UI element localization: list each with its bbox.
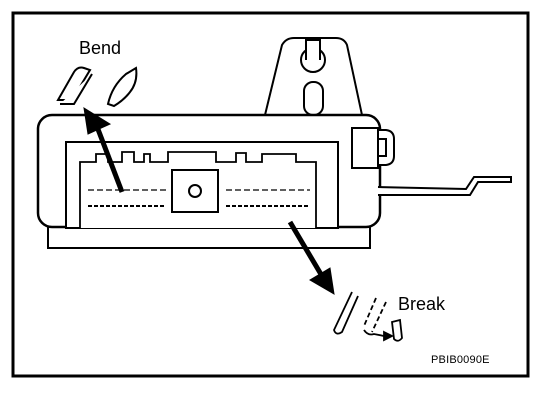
bend-tabs-icon [58,68,136,107]
figure-frame [13,13,528,376]
circuit-traces [88,190,310,206]
figure-code-label: PBIB0090E [431,354,490,366]
break-arrow [290,222,334,294]
bend-label: Bend [79,38,122,58]
mounting-bracket [265,38,362,115]
wire-lead [378,177,511,195]
side-connector [352,128,394,168]
break-tabs-icon [334,292,402,341]
bend-arrow [84,108,122,192]
center-chip [172,170,218,212]
break-label: Break [398,294,446,314]
